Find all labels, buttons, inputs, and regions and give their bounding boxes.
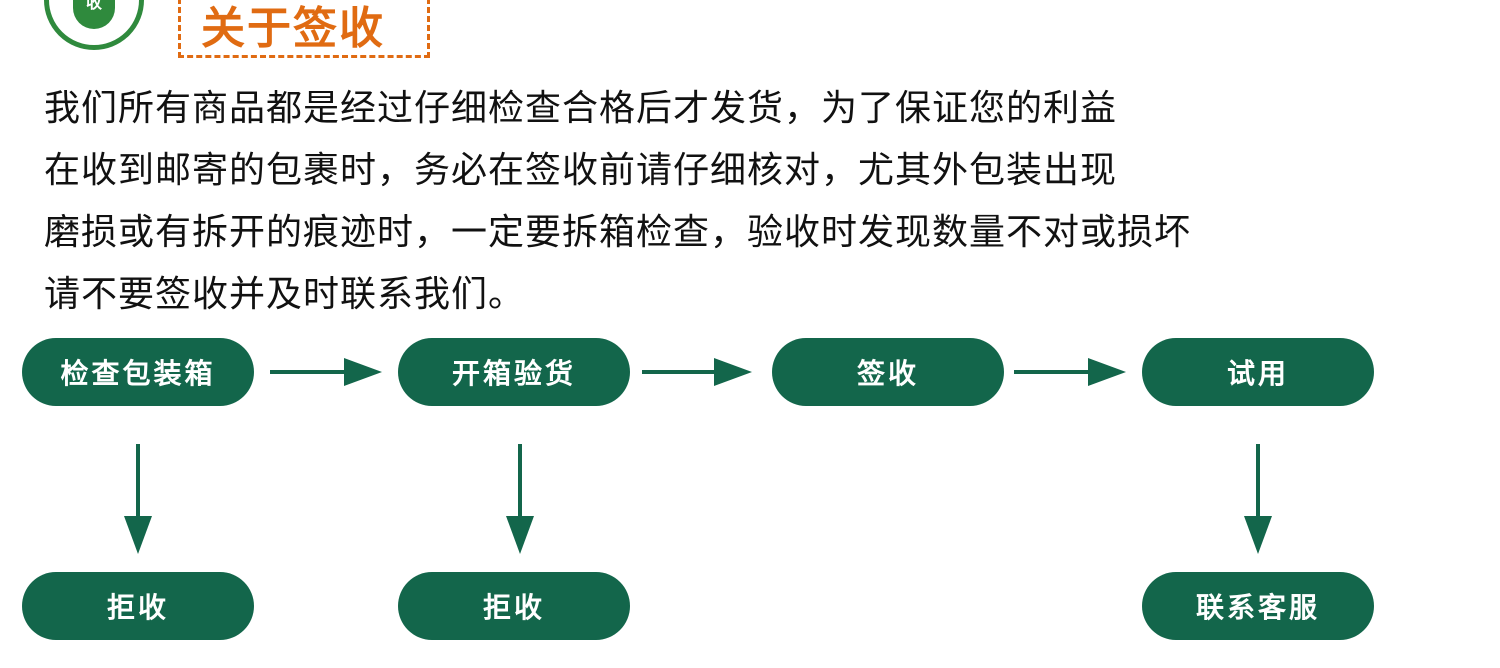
branch-reject-1-label: 拒收 xyxy=(106,591,169,624)
step-try-label: 试用 xyxy=(1226,357,1289,390)
branch-reject-2: 拒收 xyxy=(398,572,630,640)
section-title: 关于签收 xyxy=(201,3,385,54)
arrow-down-2-head xyxy=(506,516,534,554)
paragraph-line-2: 在收到邮寄的包裹时，务必在签收前请仔细核对，尤其外包装出现 xyxy=(44,150,1118,191)
arrow-right-1-head xyxy=(344,358,382,386)
shield-icon: 收 xyxy=(73,0,115,29)
arrow-right-3-head xyxy=(1088,358,1126,386)
title-frame: 关于签收 xyxy=(178,0,430,58)
step-try: 试用 xyxy=(1142,338,1374,406)
step-unbox-check: 开箱验货 xyxy=(398,338,630,406)
paragraph-line-1: 我们所有商品都是经过仔细检查合格后才发货，为了保证您的利益 xyxy=(44,88,1118,129)
step-sign-label: 签收 xyxy=(856,357,919,390)
paragraph-line-3: 磨损或有拆开的痕迹时，一定要拆箱检查，验收时发现数量不对或损坏 xyxy=(44,212,1192,253)
notice-paragraph: 我们所有商品都是经过仔细检查合格后才发货，为了保证您的利益 在收到邮寄的包裹时，… xyxy=(44,78,1464,326)
step-inspect-box-label: 检查包装箱 xyxy=(60,357,216,390)
step-unbox-check-label: 开箱验货 xyxy=(451,357,576,390)
branch-reject-2-label: 拒收 xyxy=(482,591,545,624)
branch-contact-service-label: 联系客服 xyxy=(1195,591,1320,624)
arrow-down-1-head xyxy=(124,516,152,554)
badge-text: 收 xyxy=(85,0,102,12)
paragraph-line-4: 请不要签收并及时联系我们。 xyxy=(44,274,526,315)
arrow-right-2-head xyxy=(714,358,752,386)
branch-reject-1: 拒收 xyxy=(22,572,254,640)
arrow-down-3-head xyxy=(1244,516,1272,554)
step-inspect-box: 检查包装箱 xyxy=(22,338,254,406)
branch-contact-service: 联系客服 xyxy=(1142,572,1374,640)
step-sign: 签收 xyxy=(772,338,1004,406)
